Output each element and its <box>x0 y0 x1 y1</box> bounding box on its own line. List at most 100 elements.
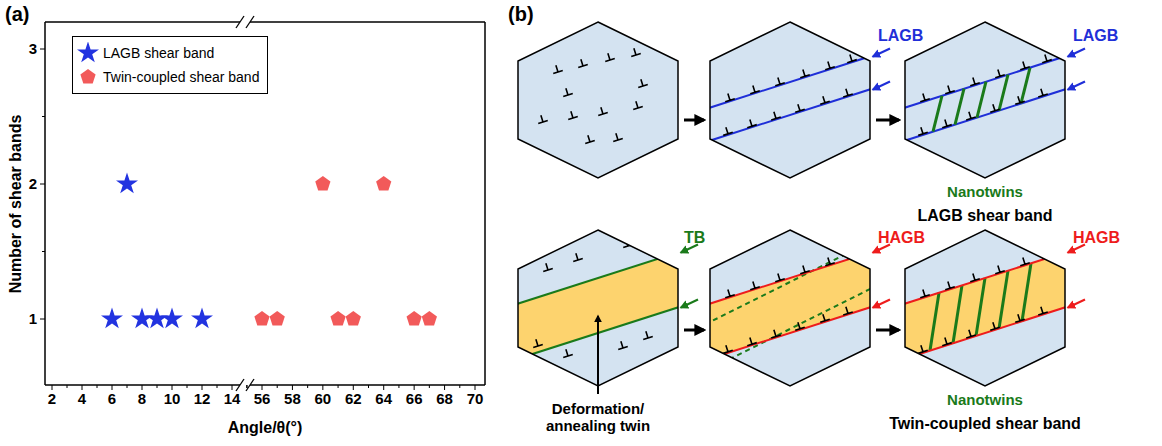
dislocation-symbol <box>721 126 733 136</box>
dislocation-symbol <box>916 344 928 354</box>
dislocation-symbol <box>1018 60 1030 70</box>
dislocation-symbol <box>1013 313 1025 323</box>
nanotwin <box>977 82 986 118</box>
twin-point <box>376 176 391 190</box>
annotation: Deformation/ annealing twin <box>528 400 668 435</box>
axis-title: Angle/θ(°) <box>228 419 303 437</box>
grain-hexagon <box>900 230 1070 386</box>
tick-label: 70 <box>467 390 484 407</box>
boundary-line <box>705 55 875 109</box>
nanotwin <box>1021 68 1030 104</box>
step-arrow <box>876 329 899 332</box>
boundary-line <box>705 240 875 325</box>
dislocation-symbol <box>566 110 578 120</box>
annotation: LAGB <box>878 27 923 45</box>
pointer-arrow <box>873 48 890 56</box>
dislocation-symbol <box>723 288 735 298</box>
nanotwin <box>999 271 1008 329</box>
dislocation-symbol <box>793 103 805 113</box>
twin-point <box>407 311 422 325</box>
tick-label: 56 <box>254 390 271 407</box>
dislocation-symbol <box>531 338 543 348</box>
dislocation-symbol <box>823 60 835 70</box>
nanotwin <box>999 75 1008 111</box>
tick-label: 68 <box>436 390 453 407</box>
dislocation-symbol <box>1018 256 1030 266</box>
dislocation-symbol <box>576 58 588 68</box>
dislocation-symbol <box>964 328 976 338</box>
dislocation-symbol <box>745 336 757 346</box>
panel-letter: (b) <box>508 3 534 26</box>
tick-label: 60 <box>315 390 332 407</box>
dislocation-symbol <box>629 47 641 57</box>
legend-label: Twin-coupled shear band <box>103 69 259 85</box>
legend-box: LAGB shear bandTwin-coupled shear band <box>72 36 268 94</box>
dislocation-symbol <box>968 76 980 86</box>
twin-point <box>315 176 330 190</box>
boundary-line <box>705 287 875 372</box>
dislocation-symbol <box>721 344 733 354</box>
annotation: TB <box>684 229 705 247</box>
annotation: HAGB <box>1073 229 1120 247</box>
legend-row: Twin-coupled shear band <box>77 65 259 89</box>
twin-point <box>346 311 361 325</box>
dislocation-symbol <box>646 245 658 255</box>
axis-break <box>246 16 254 28</box>
dislocation-symbol <box>769 328 781 338</box>
tick-label: 14 <box>224 390 241 407</box>
dislocation-symbol <box>561 348 573 358</box>
axis-break <box>236 379 244 391</box>
dislocation-symbol <box>571 252 583 262</box>
dislocation-symbol <box>940 118 952 128</box>
axis-break <box>246 379 254 391</box>
grain-hexagon <box>705 230 875 386</box>
dislocation-symbol <box>940 336 952 346</box>
dislocation-symbol <box>603 52 615 62</box>
dislocation-symbol <box>841 87 853 97</box>
boundary-line <box>705 88 875 142</box>
tick-label: 4 <box>78 390 86 407</box>
grain-hexagon <box>900 22 1070 178</box>
dislocation-symbol <box>769 110 781 120</box>
dislocation-symbol <box>723 92 735 102</box>
chart-axes <box>40 16 485 391</box>
dislocation-symbol <box>631 100 643 110</box>
annotation: Twin-coupled shear band <box>889 415 1081 433</box>
tick-label: 62 <box>345 390 362 407</box>
pointer-arrow <box>873 299 890 307</box>
step-arrow <box>684 119 704 122</box>
nanotwin <box>1022 263 1031 321</box>
legend-row: LAGB shear band <box>77 41 259 65</box>
boundary-line <box>900 88 1070 142</box>
tick-label: 6 <box>108 390 116 407</box>
dislocation-symbol <box>823 256 835 266</box>
annotation: LAGB <box>1073 27 1118 45</box>
dislocation-symbol <box>798 264 810 274</box>
tick-label: 64 <box>375 390 392 407</box>
dislocation-symbol <box>798 68 810 78</box>
dislocation-symbol <box>964 110 976 120</box>
tick-label: 58 <box>284 390 301 407</box>
step-arrow <box>876 119 899 122</box>
panel-letter: (a) <box>5 3 29 26</box>
dislocation-symbol <box>745 118 757 128</box>
nanotwin <box>955 89 964 125</box>
tick-label: 3 <box>29 40 37 57</box>
tick-label: 2 <box>29 175 37 192</box>
lagb-point <box>191 307 213 328</box>
lagb-point <box>101 307 123 328</box>
dislocation-symbol <box>988 321 1000 331</box>
nanotwin <box>933 96 942 132</box>
tick-label: 12 <box>194 390 211 407</box>
dislocation-symbol <box>636 78 648 88</box>
lagb-point <box>116 172 138 193</box>
annotation: Nanotwins <box>947 391 1023 408</box>
tick-label: 8 <box>138 390 146 407</box>
dislocation-symbol <box>616 340 628 350</box>
twin-point <box>330 311 345 325</box>
dislocation-symbol <box>793 321 805 331</box>
step-arrow <box>684 329 704 332</box>
legend-label: LAGB shear band <box>103 45 214 61</box>
pointer-arrow <box>681 299 698 307</box>
